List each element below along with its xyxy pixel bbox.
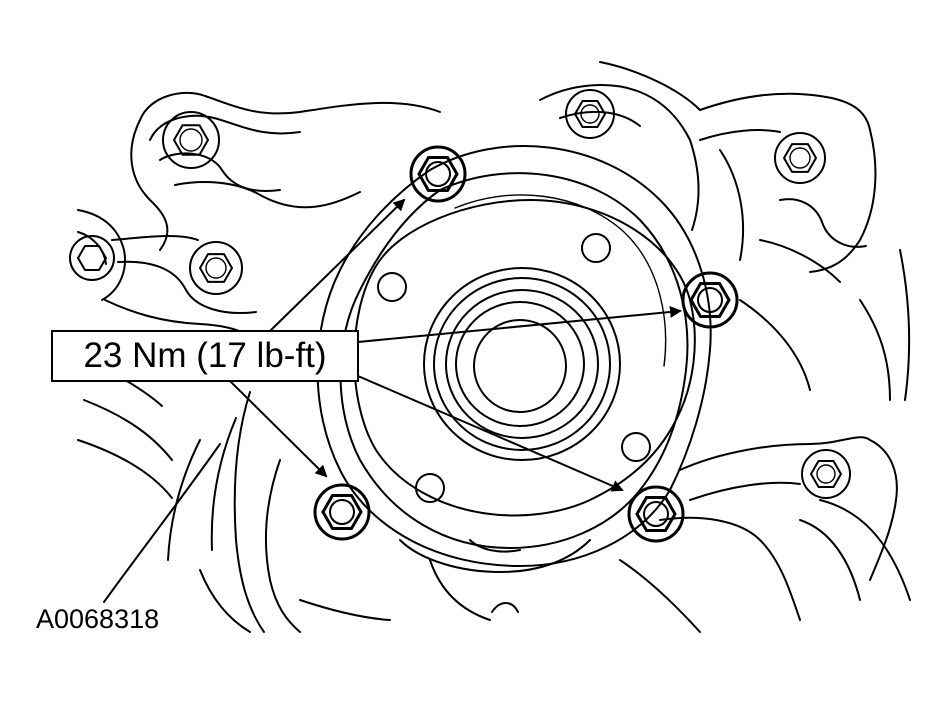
- figure-id: A0068318: [36, 604, 160, 634]
- leader-arrow-top: [269, 198, 406, 332]
- mounting-hole: [377, 272, 407, 302]
- leader-arrow-bottom-right: [357, 375, 624, 492]
- pump-flange: [353, 199, 696, 517]
- leader-lines: [229, 198, 682, 492]
- pump-bolt-right: [681, 271, 739, 329]
- background-bolt: [774, 132, 826, 184]
- pump-hub: [423, 267, 621, 461]
- mounting-hole: [621, 432, 651, 462]
- background-bolt: [69, 235, 115, 281]
- background-bolt: [801, 449, 851, 499]
- water-pump-housing: [316, 145, 712, 567]
- engine-block-outline: [77, 61, 911, 633]
- pump-bolt-bottom-right: [627, 485, 685, 543]
- mounting-hole: [415, 473, 445, 503]
- pump-bolt-top: [409, 145, 467, 203]
- background-bolt: [189, 241, 243, 295]
- background-bolt: [565, 89, 615, 139]
- leader-arrow-right: [357, 305, 682, 343]
- leader-arrow-bottom-left: [229, 380, 328, 478]
- torque-callout-box: [51, 330, 359, 382]
- torqued-bolts: [313, 145, 739, 543]
- mounting-hole: [581, 233, 611, 263]
- background-bolt: [162, 111, 220, 169]
- pulley-mounting-holes: [377, 233, 651, 503]
- torque-callout-label: 23 Nm (17 lb-ft): [83, 336, 327, 375]
- pump-bolt-bottom-left: [313, 483, 371, 541]
- background-bolts: [69, 89, 851, 499]
